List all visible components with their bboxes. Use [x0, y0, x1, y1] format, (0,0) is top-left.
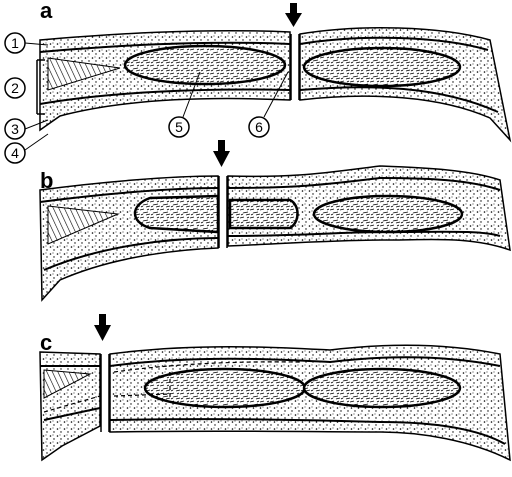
down-arrow-icon — [213, 140, 230, 167]
panel-b-right-segment — [228, 166, 510, 250]
panel-a-muscle-belly-left — [125, 46, 285, 84]
panel-a-right-segment — [300, 28, 510, 140]
svg-text:4: 4 — [11, 145, 19, 161]
svg-text:1: 1 — [11, 35, 19, 51]
down-arrow-icon — [94, 314, 111, 341]
panel-c: c — [40, 314, 510, 460]
svg-text:6: 6 — [255, 119, 263, 135]
svg-text:3: 3 — [11, 121, 19, 137]
panel-b-left-segment — [40, 176, 218, 300]
panel-a-muscle-belly-right — [304, 48, 460, 86]
panel-c-left-segment — [40, 352, 100, 460]
panel-c-right-segment — [110, 345, 510, 460]
panel-b: b — [40, 140, 510, 300]
callout-2: 2 — [5, 60, 45, 114]
svg-text:2: 2 — [11, 80, 19, 96]
svg-text:5: 5 — [175, 119, 183, 135]
down-arrow-icon — [285, 3, 302, 27]
panel-a-label: a — [40, 0, 53, 23]
panel-a: a 1 2 — [5, 0, 510, 163]
panel-a-left-segment — [40, 31, 290, 130]
panel-c-label: c — [40, 330, 52, 355]
